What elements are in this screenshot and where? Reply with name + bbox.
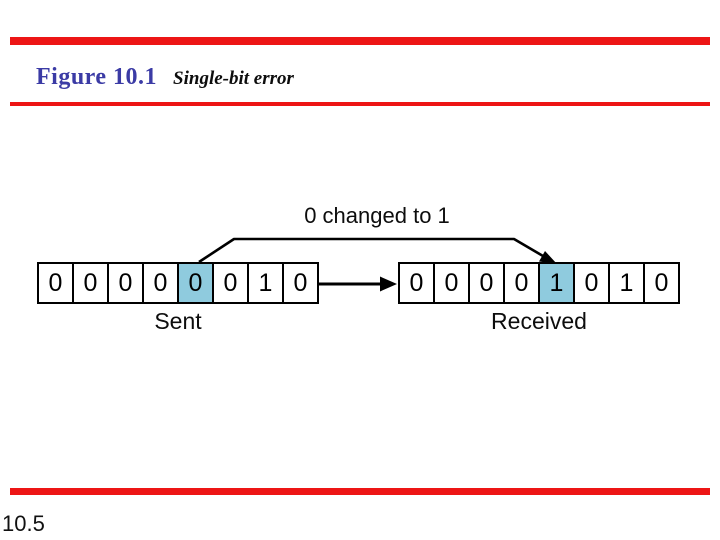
figure-label: Figure 10.1 <box>36 64 158 90</box>
bit-cell-highlighted: 1 <box>538 264 573 302</box>
bit-cell-highlighted: 0 <box>177 264 212 302</box>
bit-cell: 0 <box>48 268 63 297</box>
bit-cell: 0 <box>212 264 247 302</box>
bit-cell: 0 <box>643 264 678 302</box>
top-divider <box>10 37 710 45</box>
error-annotation: 0 changed to 1 <box>304 203 450 228</box>
bit-cell: 1 <box>608 264 643 302</box>
bit-cell: 0 <box>282 264 317 302</box>
figure-caption: Single-bit error <box>173 68 294 89</box>
bit-cell: 0 <box>72 264 107 302</box>
page-number: 10.5 <box>2 511 45 536</box>
bit-cell: 0 <box>468 264 503 302</box>
bit-cell: 0 <box>142 264 177 302</box>
bit-cell: 0 <box>107 264 142 302</box>
bit-cell: 0 <box>573 264 608 302</box>
received-label: Received <box>491 308 587 334</box>
bit-cell: 1 <box>247 264 282 302</box>
figure-title: Figure 10.1 Single-bit error <box>36 64 294 91</box>
bottom-divider <box>10 488 710 495</box>
changed-bit-arrow <box>198 237 544 264</box>
bit-cell: 0 <box>503 264 538 302</box>
transmission-arrowhead <box>380 276 397 292</box>
bit-cell: 0 <box>409 268 424 297</box>
bit-cell: 0 <box>433 264 468 302</box>
sent-label: Sent <box>154 308 202 334</box>
title-divider <box>10 102 710 106</box>
